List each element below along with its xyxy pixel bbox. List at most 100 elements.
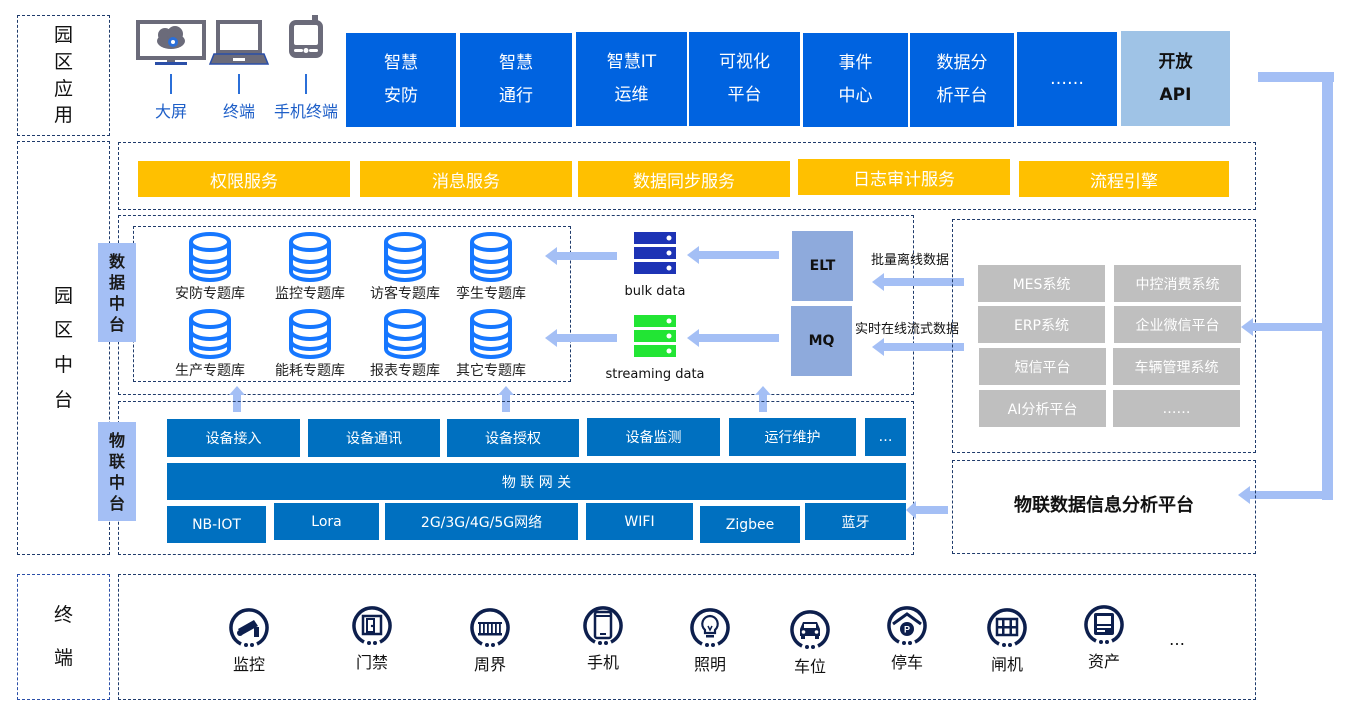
arrow-elt-to-bulk bbox=[687, 246, 779, 264]
terminal-item[interactable]: 照明 bbox=[675, 607, 745, 675]
app-tile-more[interactable]: …… bbox=[1017, 32, 1117, 126]
terminal-panel bbox=[118, 574, 1256, 700]
external-system[interactable]: 中控消费系统 bbox=[1114, 265, 1241, 302]
terminal-item[interactable]: P 停车 bbox=[872, 605, 942, 673]
tag-char: 物 bbox=[108, 430, 125, 450]
app-tile[interactable]: 智慧安防 bbox=[346, 33, 456, 127]
external-system[interactable]: ERP系统 bbox=[978, 306, 1105, 343]
tile-line: API bbox=[1159, 84, 1192, 105]
tag-char: 联 bbox=[108, 451, 125, 471]
layer-char: 区 bbox=[53, 50, 73, 73]
iot-function[interactable]: 设备通讯 bbox=[308, 419, 440, 457]
service-item[interactable]: 消息服务 bbox=[360, 161, 572, 197]
terminal-item[interactable]: 闸机 bbox=[972, 607, 1042, 675]
iot-function[interactable]: 运行维护 bbox=[729, 418, 856, 456]
external-system[interactable]: 企业微信平台 bbox=[1114, 306, 1241, 343]
terminal-item[interactable]: 手机 bbox=[568, 605, 638, 673]
service-item[interactable]: 数据同步服务 bbox=[578, 161, 790, 197]
iot-protocol[interactable]: 蓝牙 bbox=[805, 503, 906, 540]
app-tile[interactable]: 数据分析平台 bbox=[910, 33, 1014, 127]
iot-function[interactable]: 设备接入 bbox=[167, 419, 300, 457]
connector-line bbox=[305, 74, 307, 94]
tile-line: …… bbox=[1050, 68, 1084, 89]
iot-protocol[interactable]: 2G/3G/4G/5G网络 bbox=[385, 503, 578, 540]
layer-char: 中 bbox=[53, 354, 73, 376]
tile-line: 数据分 bbox=[936, 53, 988, 73]
layer-label-middle: 园 区 中 台 bbox=[17, 141, 110, 555]
server-stack-icon bbox=[634, 232, 676, 274]
iot-gateway[interactable]: 物 联 网 关 bbox=[167, 463, 906, 500]
arrow-api-to-systems bbox=[1241, 318, 1325, 336]
tag-char: 中 bbox=[108, 293, 125, 313]
app-tile[interactable]: 智慧通行 bbox=[460, 33, 572, 127]
arrow-stream-to-db bbox=[545, 329, 617, 347]
tile-line: 可视化 bbox=[719, 52, 770, 72]
iot-protocol[interactable]: WIFI bbox=[586, 503, 693, 540]
terminal-item[interactable]: 车位 bbox=[775, 609, 845, 677]
terminal-label: 车位 bbox=[793, 657, 826, 676]
app-tile[interactable]: 可视化平台 bbox=[689, 32, 800, 126]
tile-line: 安防 bbox=[384, 86, 418, 106]
terminal-item[interactable]: 监控 bbox=[214, 607, 284, 675]
elt-block[interactable]: ELT bbox=[792, 231, 853, 301]
batch-data-label: 批量离线数据 bbox=[871, 253, 950, 268]
database-item[interactable]: 其它专题库 bbox=[451, 309, 531, 380]
tile-line: 通行 bbox=[499, 86, 533, 106]
svg-text:P: P bbox=[904, 625, 910, 635]
terminal-more[interactable]: … bbox=[1169, 630, 1185, 649]
terminal-item[interactable]: 门禁 bbox=[337, 605, 407, 673]
tile-line: 平台 bbox=[727, 85, 762, 105]
terminal-label: 周界 bbox=[473, 655, 506, 674]
arrow-analysis-to-iot bbox=[906, 501, 948, 519]
service-item[interactable]: 日志审计服务 bbox=[798, 159, 1010, 195]
database-item[interactable]: 访客专题库 bbox=[365, 232, 445, 303]
arrow-up bbox=[229, 386, 245, 412]
app-tile[interactable]: 事件中心 bbox=[803, 33, 908, 127]
laptop-icon bbox=[208, 20, 270, 65]
database-item[interactable]: 孪生专题库 bbox=[451, 232, 531, 303]
external-system[interactable]: 短信平台 bbox=[979, 348, 1106, 385]
external-system[interactable]: AI分析平台 bbox=[979, 390, 1106, 427]
database-label: 监控专题库 bbox=[275, 286, 345, 302]
terminal-label: 门禁 bbox=[355, 653, 388, 672]
external-system-more[interactable]: …… bbox=[1113, 390, 1240, 427]
database-icon bbox=[384, 309, 426, 359]
mq-block[interactable]: MQ bbox=[791, 306, 852, 376]
layer-label-terminal: 终 端 bbox=[17, 574, 110, 700]
iot-protocol[interactable]: Lora bbox=[274, 503, 379, 540]
api-connector-horizontal bbox=[1258, 72, 1334, 82]
iot-protocol[interactable]: NB-IOT bbox=[167, 506, 266, 543]
terminal-item[interactable]: 周界 bbox=[455, 607, 525, 675]
external-system[interactable]: MES系统 bbox=[978, 265, 1105, 302]
database-item[interactable]: 安防专题库 bbox=[170, 232, 250, 303]
terminal-item[interactable]: 资产 bbox=[1069, 604, 1139, 672]
service-item[interactable]: 权限服务 bbox=[138, 161, 350, 197]
tag-char: 台 bbox=[108, 314, 125, 334]
bulk-data-label: bulk data bbox=[624, 284, 686, 299]
layer-char: 园 bbox=[53, 284, 73, 307]
iot-function-more[interactable]: … bbox=[865, 418, 906, 456]
database-icon bbox=[384, 232, 426, 282]
service-item[interactable]: 流程引擎 bbox=[1019, 161, 1229, 197]
iot-function[interactable]: 设备授权 bbox=[447, 419, 579, 457]
external-system[interactable]: 车辆管理系统 bbox=[1113, 348, 1240, 385]
tag-char: 台 bbox=[108, 493, 125, 513]
server-stack-icon bbox=[634, 315, 676, 357]
terminal-label: 手机 bbox=[586, 653, 619, 672]
bulb-icon bbox=[690, 608, 730, 647]
data-center-tag: 数 据 中 台 bbox=[98, 243, 136, 342]
layer-char: 终 bbox=[53, 604, 73, 627]
iot-analysis-title: 物联数据信息分析平台 bbox=[1014, 495, 1194, 516]
tile-line: 析平台 bbox=[936, 86, 988, 106]
iot-function[interactable]: 设备监测 bbox=[587, 418, 720, 456]
phone-icon bbox=[583, 606, 623, 645]
database-item[interactable]: 生产专题库 bbox=[170, 309, 250, 380]
device-label: 手机终端 bbox=[273, 102, 338, 121]
iot-protocol[interactable]: Zigbee bbox=[700, 506, 800, 543]
database-item[interactable]: 报表专题库 bbox=[365, 309, 445, 380]
database-item[interactable]: 能耗专题库 bbox=[270, 309, 350, 380]
database-icon bbox=[289, 232, 331, 282]
database-item[interactable]: 监控专题库 bbox=[270, 232, 350, 303]
